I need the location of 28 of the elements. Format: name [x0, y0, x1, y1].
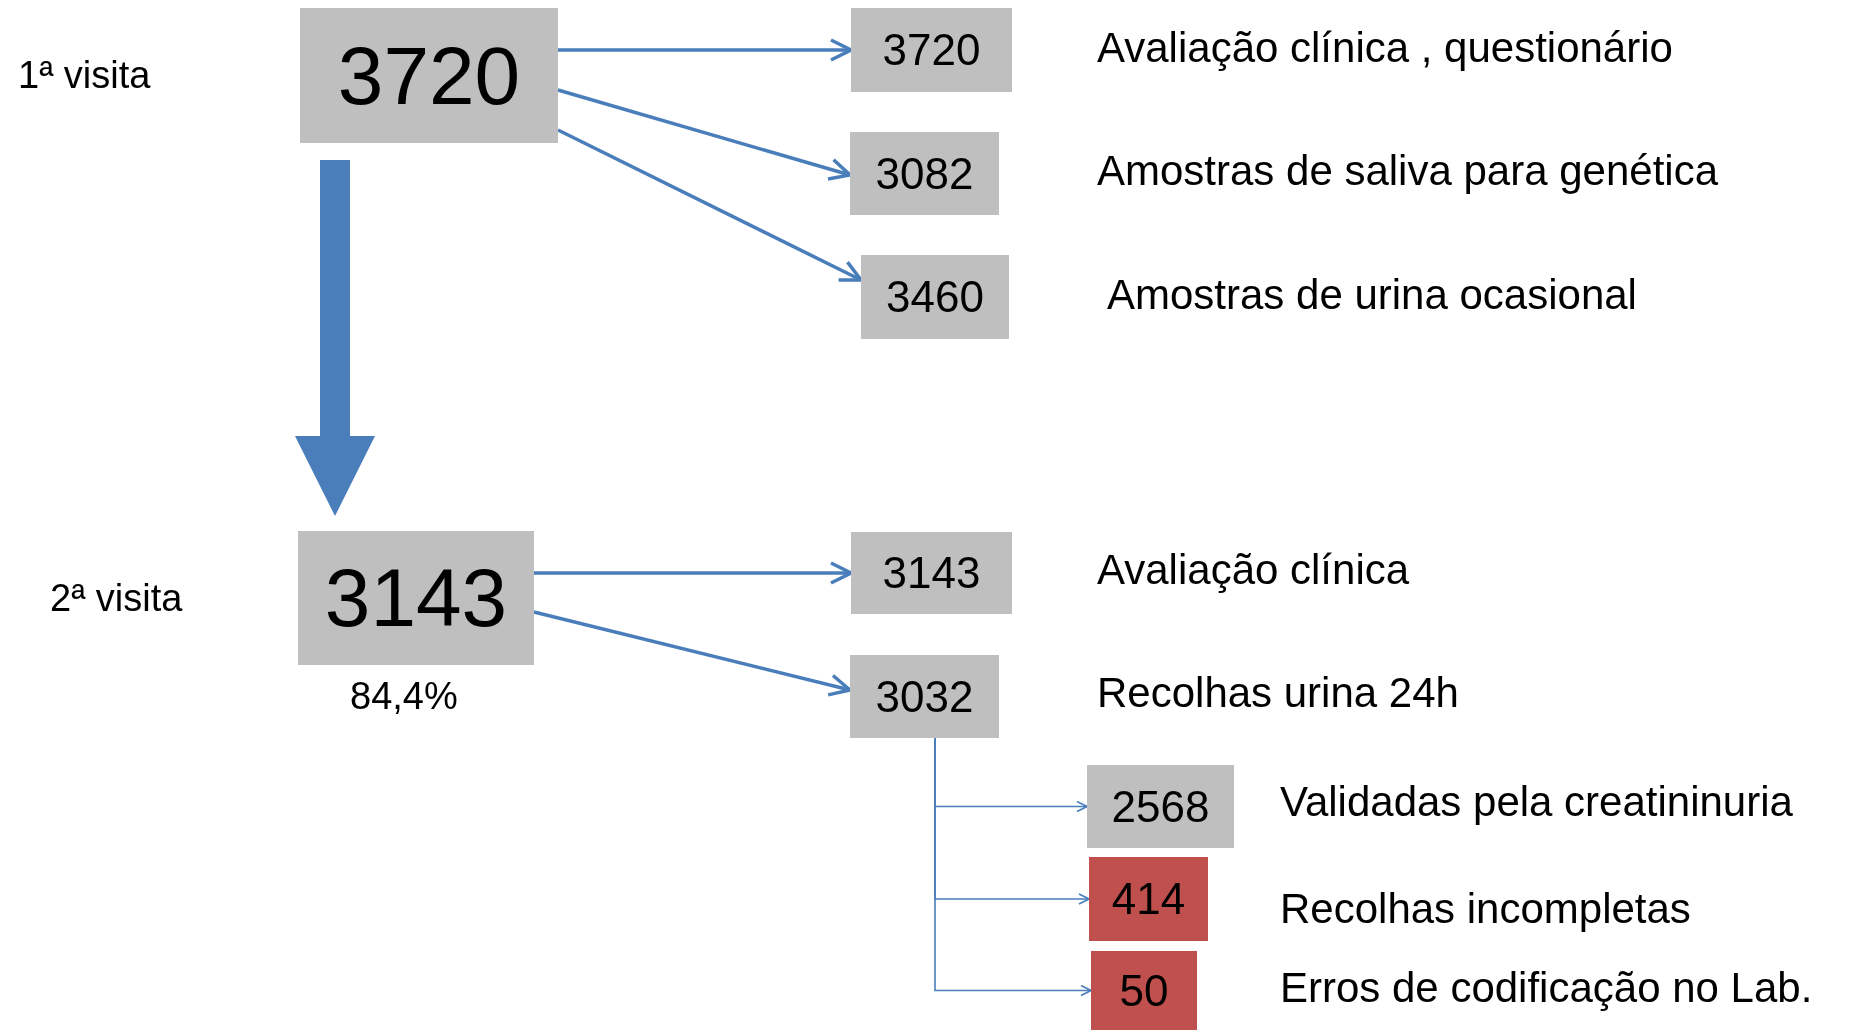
count-box: 3460: [861, 255, 1009, 339]
description-text: Amostras de saliva para genética: [1097, 147, 1718, 195]
count-box: 2568: [1087, 765, 1234, 848]
count-box: 3032: [850, 655, 999, 738]
count-box: 3082: [850, 132, 999, 215]
description-text: Amostras de urina ocasional: [1107, 271, 1637, 319]
arrow: [557, 88, 852, 181]
block-arrow: [295, 160, 375, 516]
count-box: 3720: [300, 8, 558, 143]
arrow: [558, 38, 853, 62]
percentage-label: 84,4%: [350, 676, 458, 718]
description-text: Erros de codificação no Lab.: [1280, 964, 1813, 1012]
count-box: 414: [1089, 857, 1208, 941]
visit-label: 1ª visita: [18, 53, 151, 97]
arrow: [534, 561, 853, 585]
arrow: [557, 128, 863, 282]
description-text: Recolhas incompletas: [1280, 885, 1691, 933]
arrow: [934, 737, 1092, 997]
description-text: Recolhas urina 24h: [1097, 669, 1459, 717]
count-box: 3720: [851, 8, 1012, 92]
visit-label: 2ª visita: [50, 576, 183, 620]
description-text: Avaliação clínica , questionário: [1097, 24, 1673, 72]
description-text: Avaliação clínica: [1097, 546, 1410, 594]
arrow: [533, 610, 852, 697]
description-text: Validadas pela creatininuria: [1280, 778, 1793, 826]
count-box: 3143: [298, 531, 534, 665]
count-box: 50: [1091, 951, 1197, 1030]
count-box: 3143: [851, 532, 1012, 614]
